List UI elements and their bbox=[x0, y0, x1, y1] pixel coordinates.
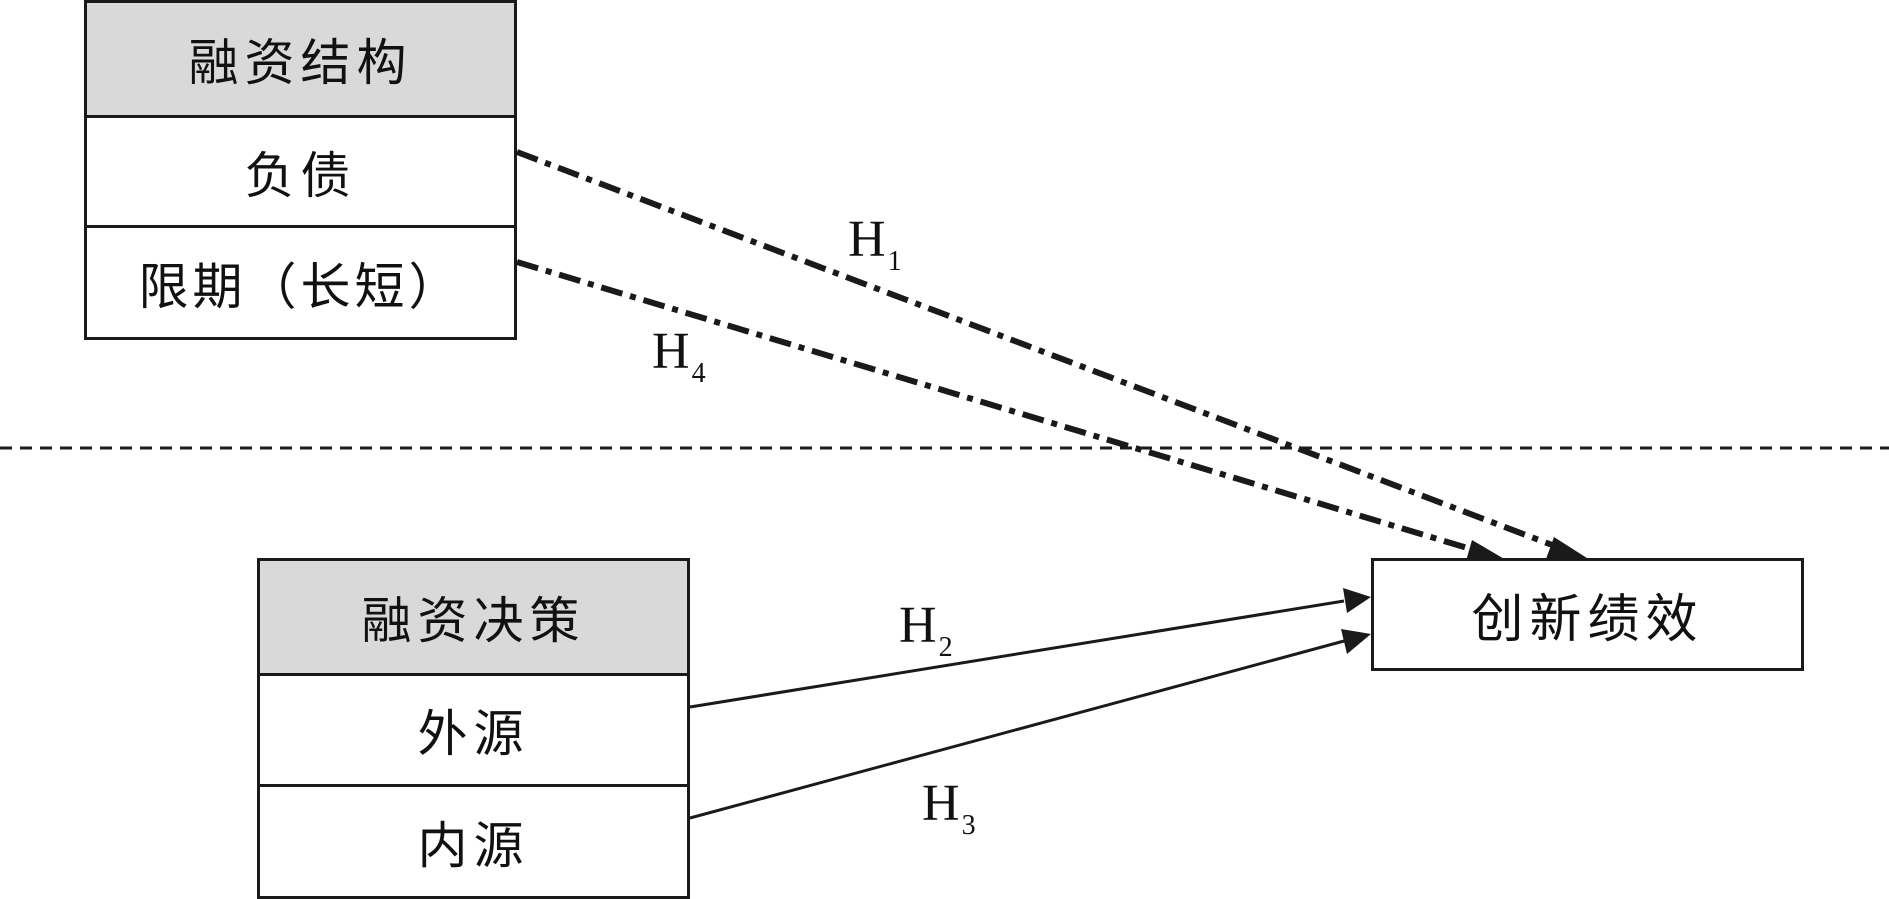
edge-h2-external-to-innovation bbox=[689, 599, 1345, 709]
term-label: 限期（长短） bbox=[138, 257, 463, 316]
arrowhead-h1 bbox=[1546, 537, 1590, 560]
debt-label: 负债 bbox=[244, 146, 357, 205]
financing-structure-header-label: 融资结构 bbox=[188, 34, 413, 92]
financing-decision-row-internal: 内源 bbox=[260, 784, 687, 896]
h3-letter: H bbox=[922, 775, 960, 832]
h1-letter: H bbox=[848, 211, 886, 268]
internal-label: 内源 bbox=[417, 816, 530, 875]
h4-subscript: 4 bbox=[691, 358, 706, 389]
h4-letter: H bbox=[652, 323, 690, 380]
financing-structure-row-debt: 负债 bbox=[87, 115, 514, 225]
financing-structure-header: 融资结构 bbox=[87, 3, 514, 115]
h2-subscript: 2 bbox=[938, 632, 953, 663]
financing-decision-header: 融资决策 bbox=[260, 561, 687, 673]
external-label: 外源 bbox=[417, 705, 530, 763]
arrowhead-h3 bbox=[1341, 629, 1371, 654]
arrowhead-h2 bbox=[1343, 588, 1371, 613]
financing-decision-box: 融资决策 外源 内源 bbox=[257, 558, 690, 899]
innovation-performance-label: 创新绩效 bbox=[1471, 590, 1704, 650]
hypothesis-label-h1: H1 bbox=[848, 211, 902, 276]
hypothesis-label-h4: H4 bbox=[652, 323, 706, 388]
financing-decision-row-external: 外源 bbox=[260, 673, 687, 784]
edge-h3-internal-to-innovation bbox=[689, 639, 1345, 820]
hypothesis-label-h3: H3 bbox=[922, 775, 976, 840]
h1-subscript: 1 bbox=[887, 246, 902, 277]
edge-h4-term-to-innovation bbox=[516, 259, 1475, 553]
financing-structure-row-term: 限期（长短） bbox=[87, 225, 514, 337]
financing-decision-header-label: 融资决策 bbox=[361, 592, 586, 650]
h2-letter: H bbox=[899, 597, 937, 654]
innovation-performance-box: 创新绩效 bbox=[1371, 558, 1804, 671]
hypothesis-label-h2: H2 bbox=[899, 597, 953, 662]
financing-structure-box: 融资结构 负债 限期（长短） bbox=[84, 0, 517, 340]
h3-subscript: 3 bbox=[961, 810, 976, 841]
